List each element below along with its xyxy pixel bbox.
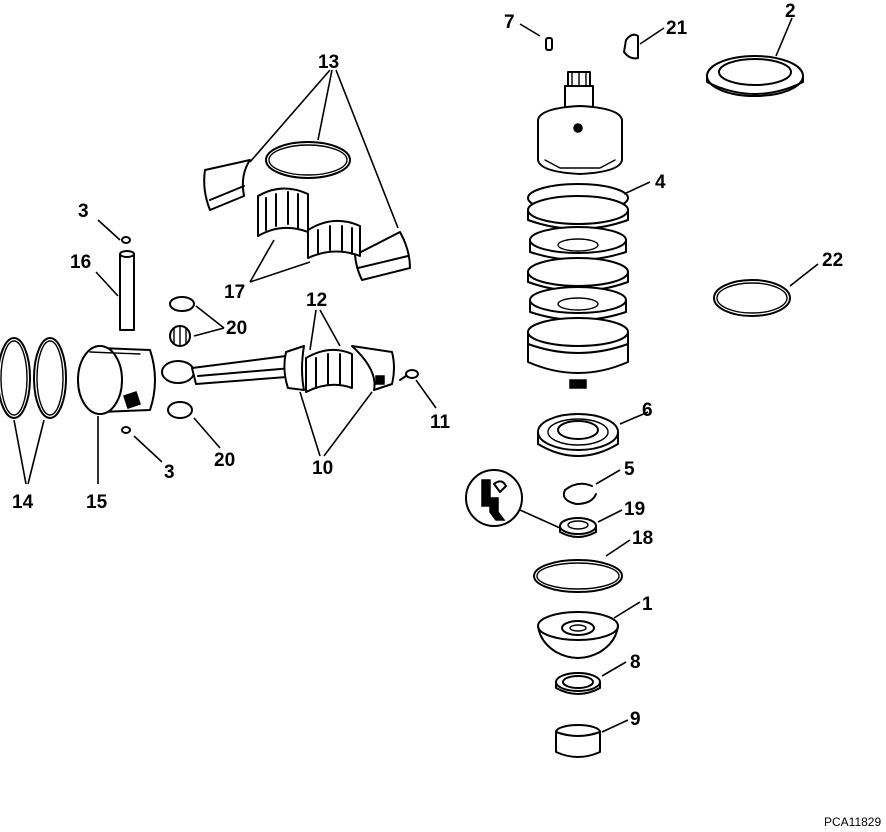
callout-15: 15: [86, 492, 108, 513]
part-7-key: [545, 37, 553, 51]
part-18-oring: [533, 559, 623, 593]
callout-7: 7: [504, 12, 515, 33]
callout-5: 5: [624, 459, 635, 480]
callout-4: 4: [655, 172, 666, 193]
callout-20-top: 20: [226, 318, 247, 339]
callout-12: 12: [306, 290, 327, 311]
leader-lines: [13, 17, 819, 733]
part-2-seal: [706, 55, 804, 97]
callout-9: 9: [630, 709, 641, 730]
callout-8: 8: [630, 652, 641, 673]
part-20-thrust-washers: [167, 296, 195, 419]
callout-labels: 7 21 2 13 4 3 16 22 17 12 20 6 11 20 3 1…: [12, 1, 843, 730]
part-6-bearing: [537, 413, 619, 457]
callout-21: 21: [666, 18, 688, 39]
callout-17: 17: [224, 282, 245, 303]
part-5-ring: [562, 482, 597, 505]
part-1-housing: [537, 611, 619, 659]
part-17-needle-bearings: [257, 187, 361, 259]
callout-19: 19: [624, 499, 645, 520]
part-3-retaining-rings: [121, 236, 131, 434]
part-9-sleeve: [555, 724, 601, 758]
part-13-bearing-halves: [203, 141, 411, 281]
callout-3-bottom: 3: [164, 462, 175, 483]
part-10-connecting-rod: [161, 345, 395, 391]
part-15-piston: [77, 345, 156, 415]
callout-6: 6: [642, 400, 653, 421]
drawing-code: PCA11829: [824, 815, 881, 829]
part-21-key: [623, 33, 639, 60]
callout-2: 2: [785, 1, 796, 22]
callout-16: 16: [70, 252, 91, 273]
lubricant-icon: [465, 469, 561, 529]
callout-20-bottom: 20: [214, 450, 235, 471]
callout-11: 11: [430, 412, 451, 433]
part-11-screw: [399, 369, 419, 381]
callout-18: 18: [632, 528, 653, 549]
callout-13: 13: [318, 52, 339, 73]
part-12-needle-bearing: [305, 348, 353, 393]
callout-3-top: 3: [78, 201, 89, 222]
crankshaft: [527, 71, 629, 389]
callout-22: 22: [822, 250, 843, 271]
part-8-seal: [555, 672, 601, 695]
part-22-oring: [713, 279, 791, 317]
part-14-piston-rings: [0, 337, 67, 419]
part-16-wrist-pin: [119, 250, 135, 331]
callout-10: 10: [312, 458, 333, 479]
callout-14: 14: [12, 492, 34, 513]
callout-1: 1: [642, 594, 653, 615]
part-19-seal: [559, 517, 597, 538]
